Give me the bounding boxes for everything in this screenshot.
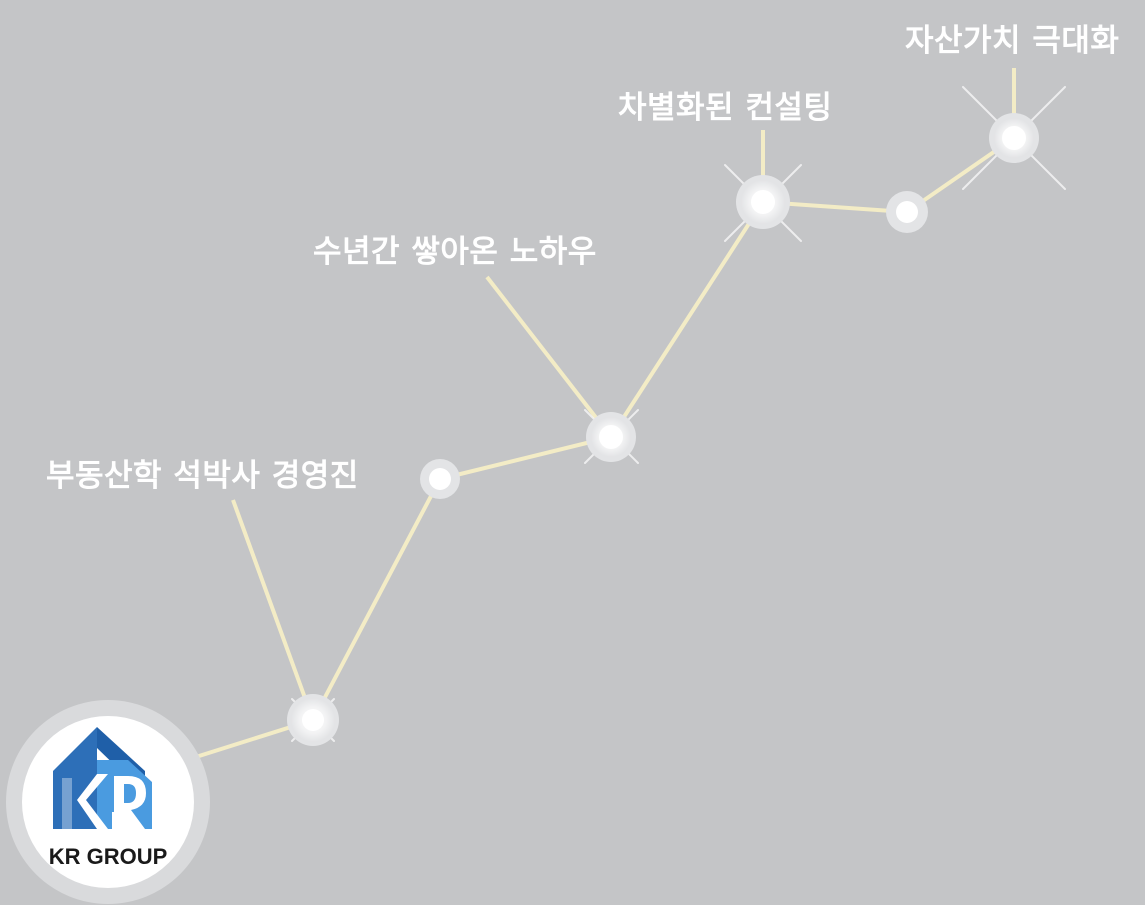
kr-logo-mark <box>53 727 152 829</box>
callout-line-1 <box>231 499 315 721</box>
node-4 <box>736 175 790 229</box>
callout-line-2 <box>485 275 613 439</box>
milestone-label-4: 자산가치 극대화 <box>905 23 1120 59</box>
milestone-label-3: 차별화된 컨설팅 <box>618 90 833 126</box>
node-6 <box>989 113 1039 163</box>
node-3 <box>586 412 636 462</box>
kr-logo-text: KR GROUP <box>49 844 168 869</box>
node-5 <box>886 191 928 233</box>
milestone-label-2: 수년간 쌓아온 노하우 <box>313 234 597 270</box>
milestone-label-1: 부동산학 석박사 경영진 <box>46 458 359 494</box>
node-2 <box>420 459 460 499</box>
kr-group-logo: KR GROUP <box>6 700 210 904</box>
node-1 <box>287 694 339 746</box>
